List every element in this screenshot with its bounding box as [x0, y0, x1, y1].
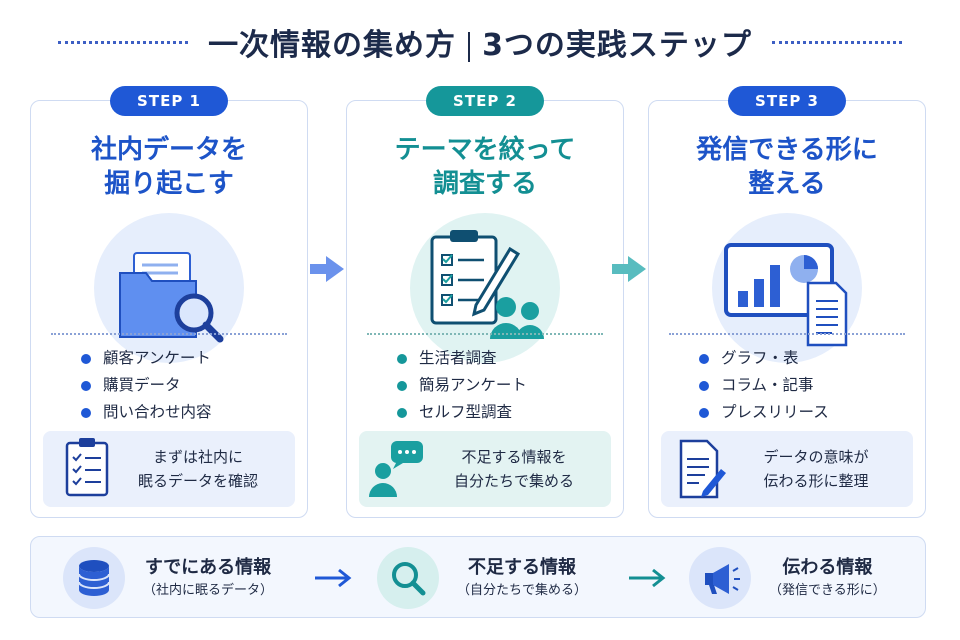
summary-title: 伝わる情報: [782, 557, 873, 578]
step-badge: STEP 1: [110, 86, 228, 116]
step-title-line2: 調査する: [432, 169, 537, 199]
bullet-list: グラフ・表 コラム・記事 プレスリリース: [699, 345, 829, 426]
step-note: 不足する情報を 自分たちで集める: [359, 431, 611, 507]
list-item: 簡易アンケート: [397, 372, 527, 399]
step-title-line1: 発信できる形に: [696, 135, 878, 165]
chart-document-icon: [724, 243, 848, 347]
title-left: 一次情報の集め方: [208, 28, 457, 63]
bullet-icon: [699, 380, 709, 391]
list-item: 生活者調査: [397, 345, 527, 372]
note-text: データの意味が 伝わる形に整理: [763, 448, 869, 490]
step-title: 発信できる形に 整える: [649, 133, 925, 201]
step-note: データの意味が 伝わる形に整理: [661, 431, 913, 507]
report-illustration: [712, 213, 862, 363]
summary-title: 不足する情報: [468, 557, 576, 578]
header-dots-left: [58, 40, 189, 44]
page-title: 一次情報の集め方 3つの実践ステップ: [208, 20, 752, 64]
bullet-icon: [81, 353, 91, 364]
bullet-icon: [81, 380, 91, 391]
step-card-1: STEP 1 社内データを 掘り起こす 顧客アンケート 購買データ 問い合わせ内…: [30, 86, 308, 518]
bullet-list: 顧客アンケート 購買データ 問い合わせ内容: [81, 345, 212, 426]
list-item: セルフ型調査: [397, 399, 527, 426]
document-pen-icon: [661, 431, 733, 507]
step-title-line1: 社内データを: [90, 135, 247, 165]
note-text: まずは社内に 眠るデータを確認: [137, 448, 258, 490]
summary-text: 不足する情報 （自分たちで集める）: [457, 555, 587, 601]
list-item: コラム・記事: [699, 372, 829, 399]
arrow-right-icon: [310, 256, 344, 282]
bullet-icon: [81, 407, 91, 418]
search-icon: [377, 547, 439, 609]
step-title-line2: 整える: [748, 169, 826, 199]
bullet-icon: [397, 407, 407, 418]
list-item: プレスリリース: [699, 399, 829, 426]
folder-search-icon: [119, 252, 224, 343]
arrow-right-icon: [629, 568, 666, 588]
database-icon: [63, 547, 125, 609]
step-note: まずは社内に 眠るデータを確認: [43, 431, 295, 507]
summary-text: 伝わる情報 （発信できる形に）: [769, 555, 886, 601]
summary-subtitle: （発信できる形に）: [769, 583, 886, 598]
step-title-line1: テーマを絞って: [394, 135, 576, 165]
list-item: 問い合わせ内容: [81, 399, 212, 426]
summary-item-missing: 不足する情報 （自分たちで集める）: [377, 546, 587, 610]
bullet-icon: [397, 380, 407, 391]
megaphone-icon: [689, 547, 751, 609]
summary-title: すでにある情報: [144, 557, 272, 578]
bullet-icon: [699, 407, 709, 418]
divider: [669, 333, 905, 335]
clipboard-checklist-icon: [43, 431, 115, 507]
step-title: 社内データを 掘り起こす: [31, 133, 307, 201]
summary-subtitle: （自分たちで集める）: [457, 583, 588, 598]
step-badge: STEP 2: [426, 86, 544, 116]
divider: [51, 333, 287, 335]
list-item: グラフ・表: [699, 345, 829, 372]
note-text: 不足する情報を 自分たちで集める: [453, 448, 574, 490]
list-item: 購買データ: [81, 372, 212, 399]
header-dots-right: [771, 40, 902, 44]
divider: [367, 333, 603, 335]
step-card-2: STEP 2 テーマを絞って 調査する 生活者調査 簡易アンケート セルフ型調査: [346, 86, 624, 518]
title-right: 3つの実践ステップ: [482, 28, 752, 63]
clipboard-survey-icon: [430, 230, 544, 339]
folder-search-illustration: [94, 213, 244, 363]
bullet-icon: [397, 353, 407, 364]
summary-item-communicate: 伝わる情報 （発信できる形に）: [689, 546, 886, 610]
step-badge: STEP 3: [728, 86, 846, 116]
step-card-3: STEP 3 発信できる形に 整える グラフ・表 コラム・記事 プレスリリース: [648, 86, 926, 518]
list-item: 顧客アンケート: [81, 345, 212, 372]
page-header: 一次情報の集め方 3つの実践ステップ: [0, 14, 960, 70]
bullet-list: 生活者調査 簡易アンケート セルフ型調査: [397, 345, 527, 426]
survey-illustration: [410, 213, 560, 363]
arrow-right-icon: [315, 568, 352, 588]
summary-bar: すでにある情報 （社内に眠るデータ） 不足する情報 （自分たちで集める）: [30, 536, 926, 618]
step-title-line2: 掘り起こす: [104, 169, 234, 199]
bullet-icon: [699, 353, 709, 364]
summary-subtitle: （社内に眠るデータ）: [143, 583, 274, 598]
step-title: テーマを絞って 調査する: [347, 133, 623, 201]
arrow-right-icon: [612, 256, 646, 282]
person-chat-icon: [359, 431, 431, 507]
summary-text: すでにある情報 （社内に眠るデータ）: [143, 555, 273, 601]
title-divider: [468, 31, 471, 62]
summary-item-existing: すでにある情報 （社内に眠るデータ）: [63, 546, 273, 610]
